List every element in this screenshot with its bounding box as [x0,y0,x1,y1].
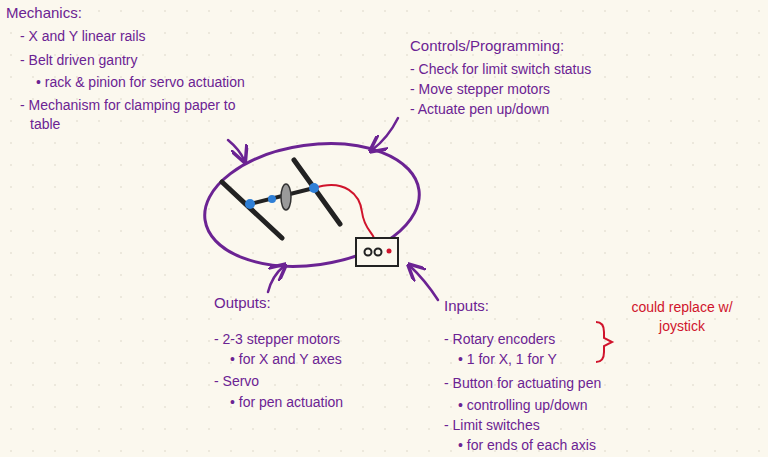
section-heading: Mechanics: [6,3,82,22]
list-item: - Actuate pen up/down [410,100,549,119]
list-item: - 2-3 stepper motors [214,330,340,349]
bearing-dot [268,195,276,203]
x-rail [222,182,282,238]
outputs-arrow [268,266,284,292]
bearing-dot [245,199,255,209]
list-item: • for X and Y axes [230,350,342,369]
list-item: - Servo [214,372,259,391]
knob [365,249,372,256]
list-item: - Button for actuating pen [444,374,601,393]
section-heading: Outputs: [214,293,271,312]
side-note: could replace w/ joystick [612,298,752,336]
list-item: - Limit switches [444,416,540,435]
control-box [356,238,398,266]
inputs-arrow [410,266,438,300]
list-item: - Mechanism for clamping paper to table [20,96,265,134]
list-item: • 1 for X, 1 for Y [458,350,557,369]
list-item: - Move stepper motors [410,80,550,99]
list-item: - Belt driven gantry [20,51,138,70]
wire [314,185,374,238]
bearing-dot [309,183,319,193]
list-item: • rack & pinion for servo actuation [36,73,245,92]
bracket [596,322,612,362]
button [387,249,392,254]
list-item: - Check for limit switch status [410,60,591,79]
list-item: - X and Y linear rails [20,27,146,46]
controls-arrow [372,118,398,150]
pen-carriage [281,184,291,210]
list-item: • for ends of each axis [458,436,596,455]
mechanics-arrow [228,140,244,160]
section-heading: Inputs: [444,296,489,315]
list-item: - Rotary encoders [444,330,555,349]
list-item: • for pen actuation [230,393,343,412]
section-heading: Controls/Programming: [410,36,564,55]
list-item: • controlling up/down [458,396,587,415]
knob [375,249,382,256]
system-ellipse [197,131,428,280]
